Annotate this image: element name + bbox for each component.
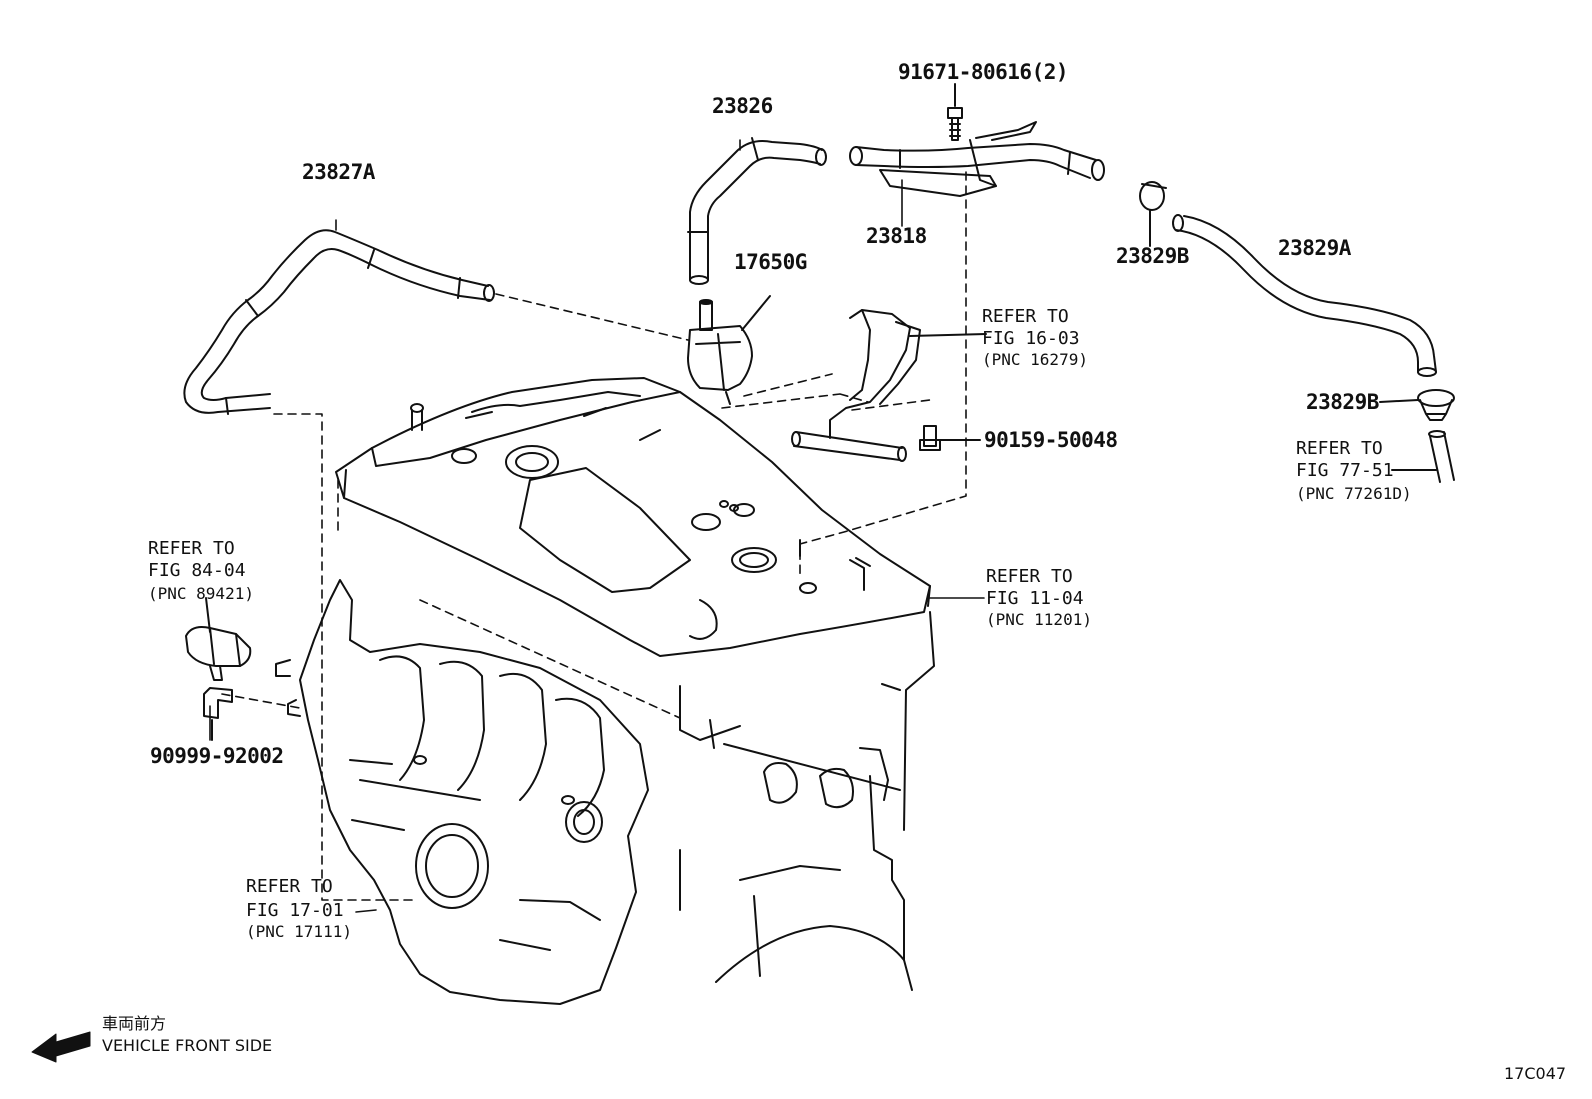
reference-pnc: (PNC 16279) — [982, 350, 1088, 369]
valve-17650g — [687, 295, 771, 405]
label-23829a: 23829A — [1278, 236, 1351, 260]
elbow-90999 — [203, 687, 233, 741]
bolt-90159 — [919, 425, 981, 451]
clamp-23829b-low — [1379, 389, 1455, 421]
valve-cover — [335, 377, 931, 657]
reference-line2: FIG 84-04 — [148, 560, 246, 581]
reference-line2: FIG 77-51 — [1296, 460, 1394, 481]
label-23829b-top: 23829B — [1116, 244, 1189, 268]
vehicle-front-label-en: VEHICLE FRONT SIDE — [102, 1036, 273, 1055]
label-90999-92002: 90999-92002 — [150, 744, 284, 768]
reference-line1: REFER TO — [982, 306, 1069, 327]
intake-manifold — [275, 579, 649, 1005]
reference-pnc: (PNC 77261D) — [1296, 484, 1412, 503]
figure-code: 17C047 — [1504, 1064, 1567, 1083]
pipe-23818 — [849, 121, 1105, 197]
clamp-23829b-top — [1139, 181, 1167, 247]
reference-line1: REFER TO — [148, 538, 235, 559]
reference-pnc: (PNC 17111) — [246, 922, 352, 941]
label-23829b-low: 23829B — [1306, 390, 1379, 414]
dashed-leaders — [221, 171, 967, 901]
label-23827a: 23827A — [302, 160, 375, 184]
reference-line1: REFER TO — [1296, 438, 1383, 459]
label-17650g: 17650G — [734, 250, 807, 274]
label-23818: 23818 — [866, 224, 927, 248]
reference-pnc: (PNC 89421) — [148, 584, 254, 603]
reference-line1: REFER TO — [986, 566, 1073, 587]
reference-line2: FIG 16-03 — [982, 328, 1080, 349]
label-23826: 23826 — [712, 94, 773, 118]
reference-line2: FIG 11-04 — [986, 588, 1084, 609]
engine-block — [679, 611, 935, 991]
reference-line1: REFER TO — [246, 876, 333, 897]
label-91671-80616: 91671-80616(2) — [898, 60, 1069, 84]
sensor-84-04 — [185, 597, 252, 681]
label-90159-50048: 90159-50048 — [984, 428, 1118, 452]
bolt-91671 — [947, 83, 963, 141]
reference-pnc: (PNC 11201) — [986, 610, 1092, 629]
hose-23827a — [183, 229, 495, 415]
bracket-16-03 — [791, 309, 987, 462]
front-arrow-icon — [31, 1031, 91, 1063]
hose-23829a — [1172, 214, 1437, 377]
reference-line2: FIG 17-01 — [246, 900, 344, 921]
leader-lines — [209, 139, 985, 913]
tube-77-51 — [1391, 430, 1455, 483]
hose-23826 — [687, 137, 827, 285]
vehicle-front-label-jp: 車両前方 — [102, 1014, 167, 1033]
